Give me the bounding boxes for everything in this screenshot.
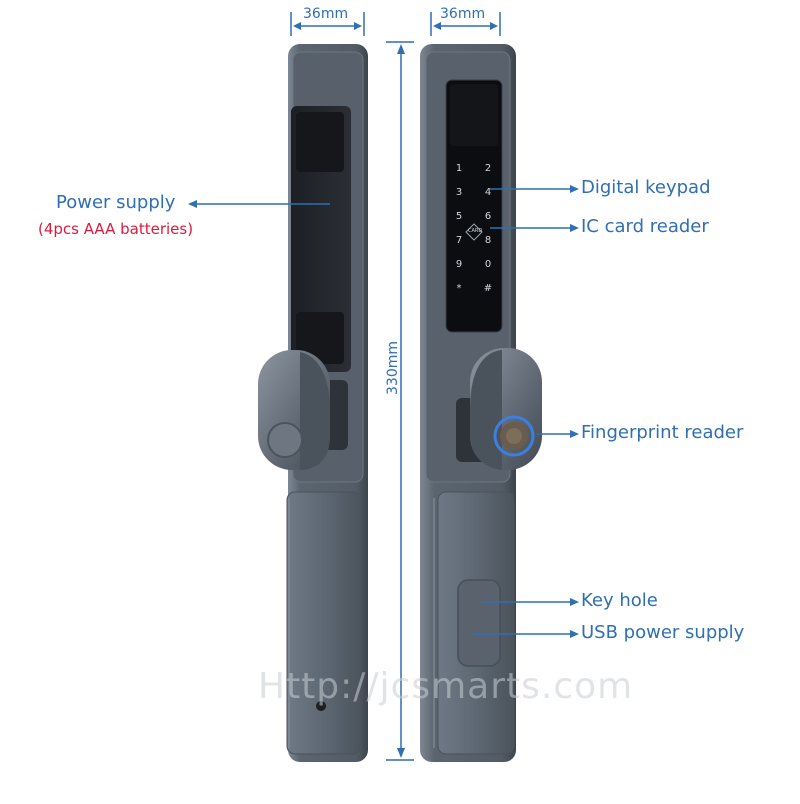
lock-back-side bbox=[258, 44, 368, 762]
lock-front-handle bbox=[470, 348, 542, 470]
keypad-key-0: 0 bbox=[484, 259, 492, 270]
fingerprint-reader-label: Fingerprint reader bbox=[581, 422, 744, 443]
height-label: 330mm bbox=[385, 341, 401, 395]
keypad-key-8: 8 bbox=[484, 235, 492, 246]
digital-keypad-label: Digital keypad bbox=[581, 177, 711, 198]
keypad-key-star: * bbox=[456, 283, 462, 294]
keypad-key-6: 6 bbox=[484, 211, 492, 222]
lock-front-side bbox=[420, 44, 542, 762]
power-supply-note: (4pcs AAA batteries) bbox=[38, 220, 194, 238]
lock-back-handle bbox=[258, 350, 330, 470]
width-left-label: 36mm bbox=[303, 6, 349, 22]
keypad-key-2: 2 bbox=[484, 163, 492, 174]
usb-power-supply-label: USB power supply bbox=[581, 622, 745, 643]
ic-card-reader-label: IC card reader bbox=[581, 216, 709, 237]
keypad-key-5: 5 bbox=[455, 211, 463, 222]
keypad-key-4: 4 bbox=[484, 187, 492, 198]
lock-back-lower-plate bbox=[286, 491, 362, 755]
keypad-key-7: 7 bbox=[455, 235, 463, 246]
keypad-key-9: 9 bbox=[455, 259, 463, 270]
battery-cover bbox=[291, 106, 351, 372]
callout-arrows bbox=[188, 185, 579, 638]
dimension-lines bbox=[290, 12, 501, 761]
keypad-key-hash: # bbox=[483, 283, 493, 294]
emergency-hole bbox=[316, 701, 326, 711]
keypad-key-3: 3 bbox=[455, 187, 463, 198]
keypad-key-1: 1 bbox=[455, 163, 463, 174]
card-mark-label: CARD bbox=[468, 228, 483, 234]
power-supply-label: Power supply bbox=[56, 192, 176, 213]
handle-button bbox=[267, 422, 303, 458]
key-hole-label: Key hole bbox=[581, 590, 658, 611]
watermark: Http://jcsmarts.com bbox=[258, 666, 634, 707]
key-hole-cover bbox=[457, 579, 501, 667]
fingerprint-ring bbox=[493, 415, 535, 457]
card-mark-icon bbox=[465, 223, 483, 241]
width-right-label: 36mm bbox=[440, 6, 486, 22]
